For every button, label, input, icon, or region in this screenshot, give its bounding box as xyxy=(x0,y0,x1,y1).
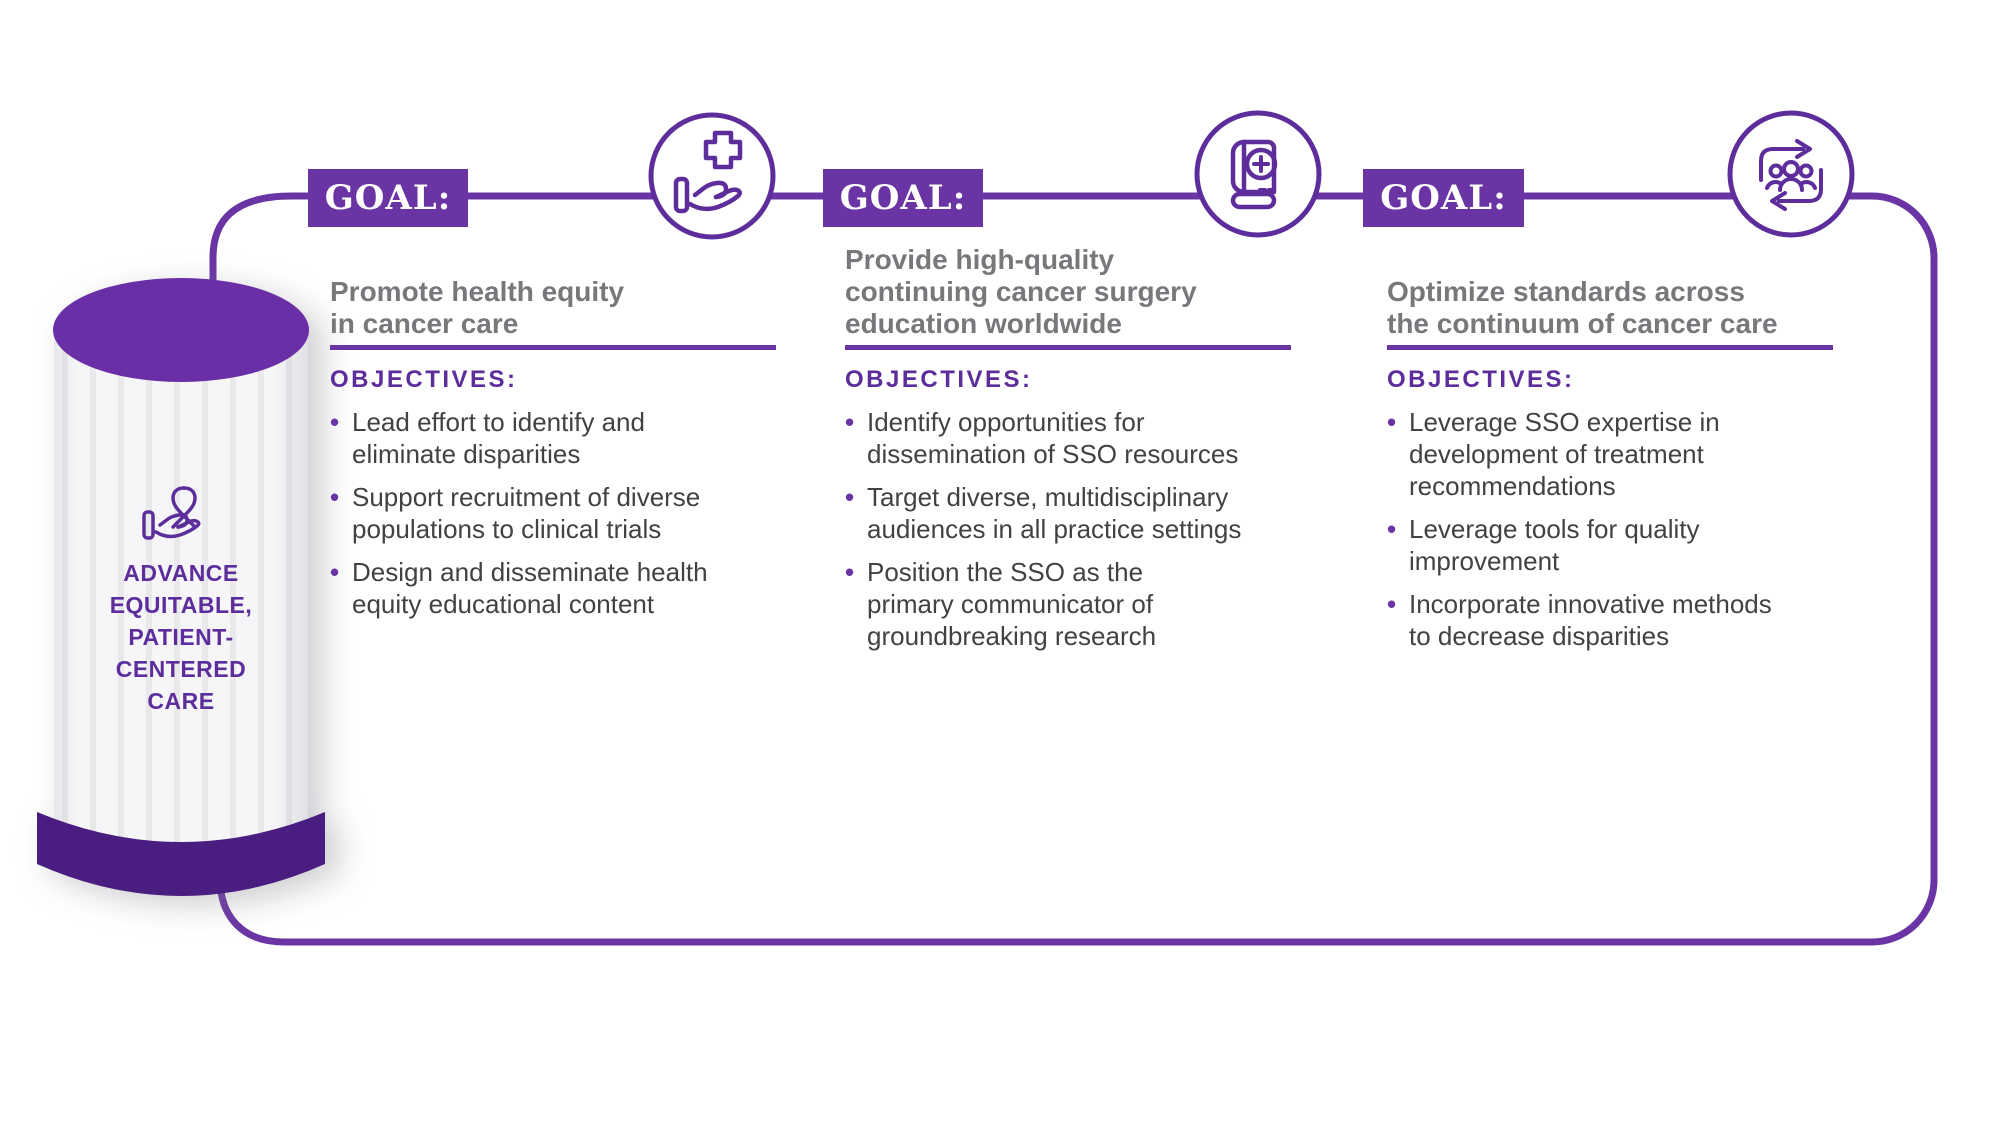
goal-box-1: GOAL: xyxy=(308,169,468,227)
objective-text: Identify opportunities for dissemination… xyxy=(867,407,1239,469)
objective-item: • Target diverse, multidisciplinary audi… xyxy=(845,481,1241,545)
objectives-list: • Leverage SSO expertise in development … xyxy=(1387,406,1772,652)
goal-title: Promote health equity in cancer care xyxy=(330,276,625,339)
objective-text: Lead effort to identify and eliminate di… xyxy=(352,407,645,469)
objective-item: • Leverage tools for quality improvement xyxy=(1387,513,1772,577)
divider-rule xyxy=(845,345,1291,350)
objectives-heading: OBJECTIVES: xyxy=(1387,366,1575,393)
bullet-dot: • xyxy=(845,407,855,437)
objective-text: Leverage tools for quality improvement xyxy=(1409,514,1700,576)
bullet-dot: • xyxy=(1387,514,1397,544)
medical-book-icon xyxy=(1194,110,1322,238)
connector-loop-line xyxy=(209,192,1938,946)
objective-item: • Support recruitment of diverse populat… xyxy=(330,481,708,545)
bullet-dot: • xyxy=(845,557,855,587)
goal-title: Optimize standards across the continuum … xyxy=(1387,276,1778,339)
objectives-list: • Lead effort to identify and eliminate … xyxy=(330,406,708,620)
objective-item: • Design and disseminate health equity e… xyxy=(330,556,708,620)
goal-box-2: GOAL: xyxy=(823,169,983,227)
pillar-graphic xyxy=(37,278,325,896)
divider-rule xyxy=(1387,345,1833,350)
bullet-dot: • xyxy=(1387,407,1397,437)
bullet-dot: • xyxy=(330,407,340,437)
pillar-base xyxy=(37,812,325,896)
objective-item: • Leverage SSO expertise in development … xyxy=(1387,406,1772,502)
bullet-dot: • xyxy=(845,482,855,512)
ribbon-hand-icon xyxy=(142,486,201,540)
objective-text: Support recruitment of diverse populatio… xyxy=(352,482,701,544)
icon-badge-circle xyxy=(1194,110,1322,238)
objective-text: Target diverse, multidisciplinary audien… xyxy=(867,482,1242,544)
objective-item: • Lead effort to identify and eliminate … xyxy=(330,406,708,470)
pillar-top xyxy=(53,278,309,382)
icon-badge-circle xyxy=(648,112,776,240)
hand-cross-icon xyxy=(648,112,776,240)
objective-text: Leverage SSO expertise in development of… xyxy=(1409,407,1720,501)
objective-item: • Incorporate innovative methods to decr… xyxy=(1387,588,1772,652)
objective-text: Incorporate innovative methods to decrea… xyxy=(1409,589,1772,651)
bullet-dot: • xyxy=(330,482,340,512)
pillar-advance-care: ADVANCE EQUITABLE, PATIENT- CENTERED CAR… xyxy=(37,272,325,952)
objective-item: • Identify opportunities for disseminati… xyxy=(845,406,1241,470)
goal-box-3: GOAL: xyxy=(1363,169,1524,227)
objective-text: Position the SSO as the primary communic… xyxy=(867,557,1157,651)
divider-rule xyxy=(330,345,776,350)
objective-text: Design and disseminate health equity edu… xyxy=(352,557,708,619)
goal-title: Provide high-quality continuing cancer s… xyxy=(845,244,1197,339)
objectives-list: • Identify opportunities for disseminati… xyxy=(845,406,1241,652)
objectives-heading: OBJECTIVES: xyxy=(330,366,518,393)
bullet-dot: • xyxy=(330,557,340,587)
bullet-dot: • xyxy=(1387,589,1397,619)
people-cycle-icon xyxy=(1727,110,1855,238)
objective-item: • Position the SSO as the primary commun… xyxy=(845,556,1241,652)
pillar-label: ADVANCE EQUITABLE, PATIENT- CENTERED CAR… xyxy=(109,560,253,714)
objectives-heading: OBJECTIVES: xyxy=(845,366,1033,393)
